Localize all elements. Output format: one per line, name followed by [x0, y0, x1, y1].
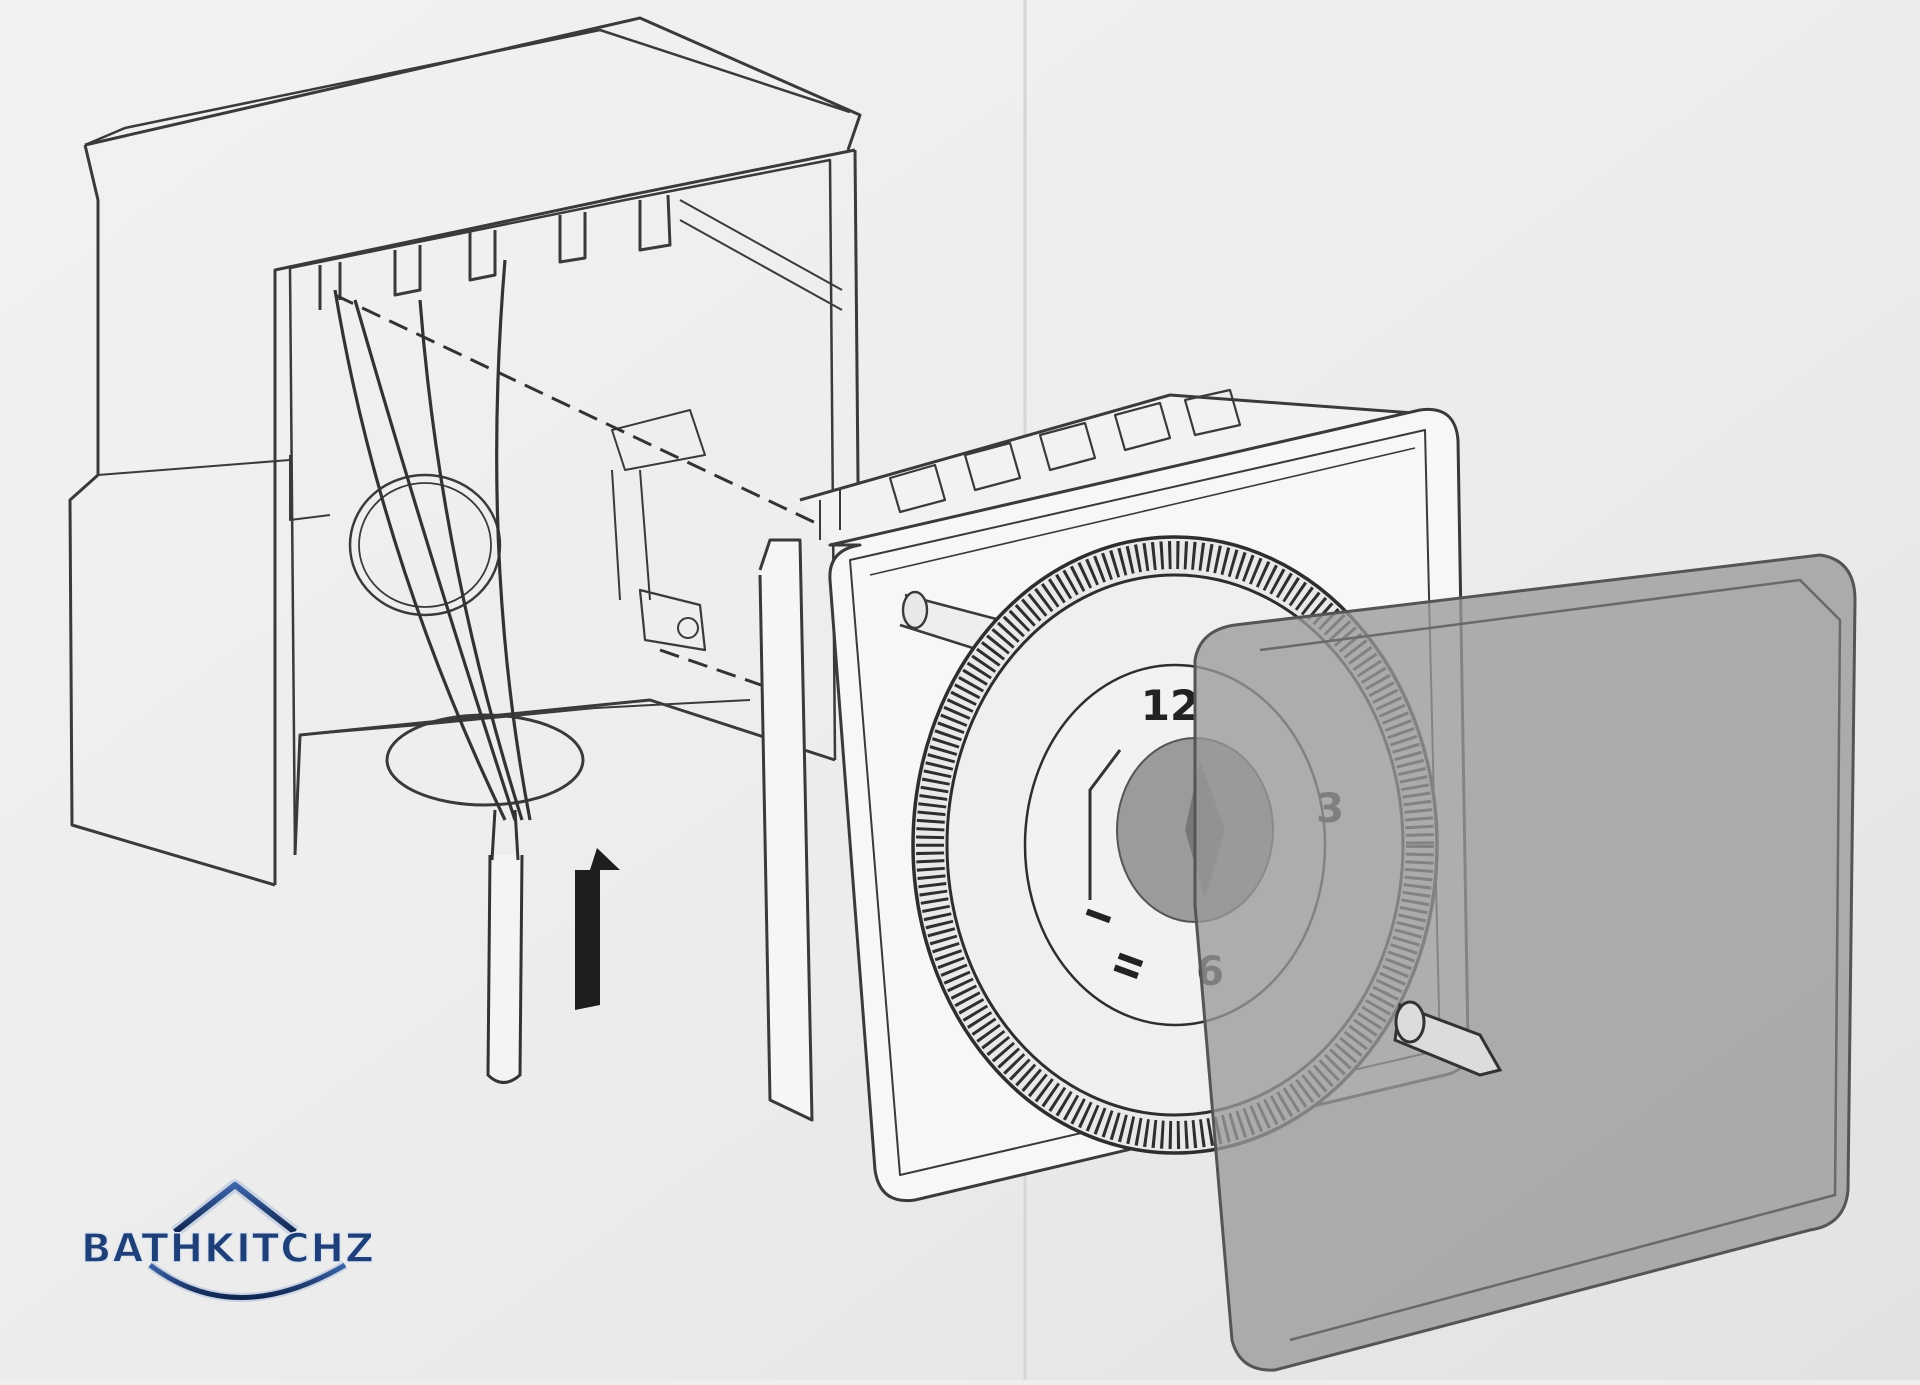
back-box	[68, 16, 862, 887]
dial-number-12: 12	[1141, 681, 1199, 730]
wires	[333, 259, 532, 821]
front-cover	[1193, 553, 1857, 1372]
cable-entry-hole	[385, 713, 585, 807]
logo-text: BATHKITCHZ	[81, 1226, 375, 1272]
cable-sleeve	[486, 854, 524, 1084]
fixing-screw-bottom	[1393, 1000, 1503, 1077]
insert-arrow-icon	[575, 848, 620, 1010]
alignment-lines	[334, 293, 821, 697]
bathkitchz-logo: BATHKITCHZ	[80, 1179, 375, 1302]
